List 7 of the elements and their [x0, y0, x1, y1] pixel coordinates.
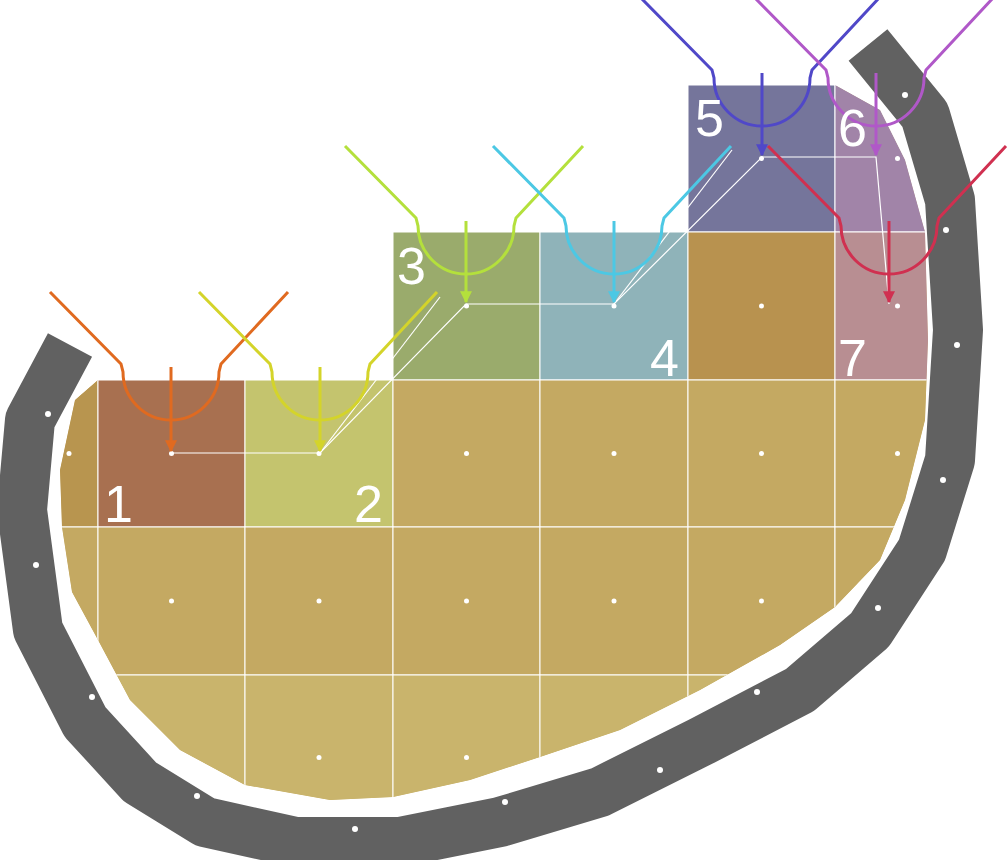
cell-number: 5 [695, 92, 724, 144]
cell-number: 2 [354, 478, 383, 530]
cell-number: 4 [650, 332, 679, 384]
cell-number: 1 [104, 478, 133, 530]
cell-number: 6 [838, 102, 867, 154]
cell-number: 3 [397, 240, 426, 292]
cell-number: 7 [838, 332, 867, 384]
